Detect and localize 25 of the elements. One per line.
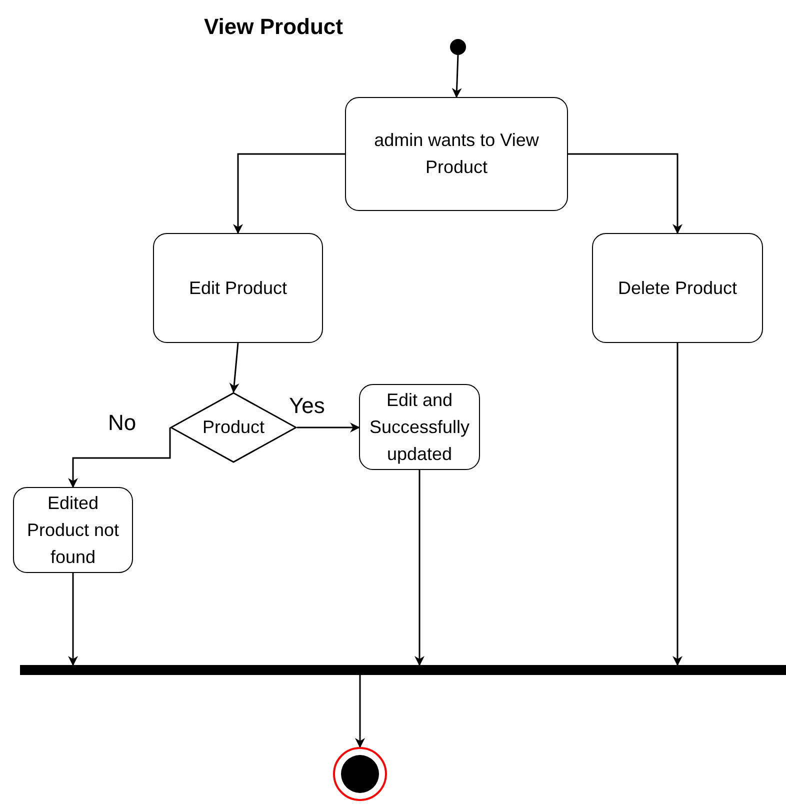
- activity-box: [13, 487, 133, 573]
- node-label: Delete Product: [618, 276, 738, 300]
- arrow: [297, 422, 360, 432]
- arrow: [672, 343, 682, 666]
- arrow: [68, 428, 171, 488]
- arrow: [568, 153, 682, 234]
- arrow: [414, 470, 424, 666]
- node-label: Product: [202, 416, 265, 439]
- node-label: Edited Product not found: [26, 492, 120, 568]
- diagram-title: View Product: [204, 13, 343, 41]
- arrow: [68, 573, 78, 666]
- final-node: [333, 747, 387, 801]
- node-label: admin wants to View Product: [373, 129, 540, 179]
- activity-box: [345, 97, 568, 211]
- node-label: Edit Product: [188, 276, 288, 300]
- activity-box: [359, 384, 480, 470]
- node-label: Edit and Successfully updated: [368, 388, 471, 466]
- join-bar: [20, 665, 786, 675]
- activity-box: [153, 233, 323, 343]
- arrow: [452, 54, 462, 98]
- arrow: [229, 342, 240, 393]
- arrow: [355, 675, 365, 748]
- initial-node: [450, 39, 466, 55]
- activity-box: [592, 233, 763, 343]
- arrow: [233, 153, 345, 234]
